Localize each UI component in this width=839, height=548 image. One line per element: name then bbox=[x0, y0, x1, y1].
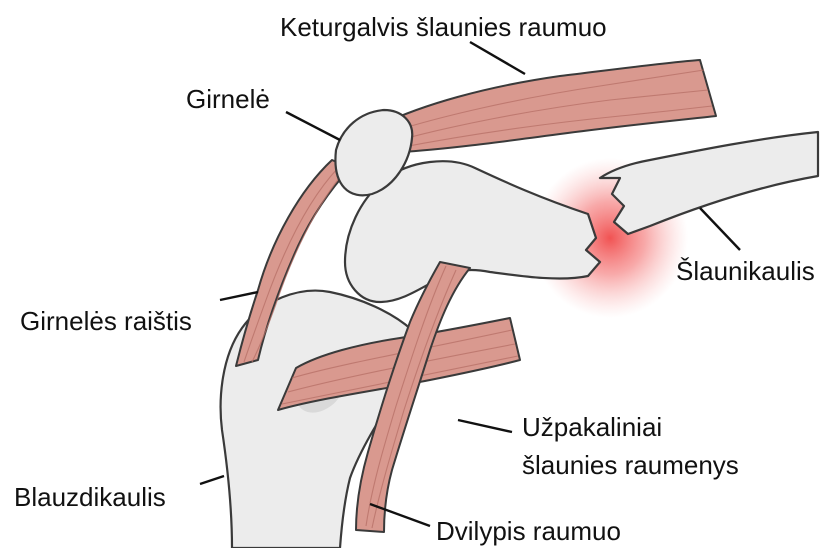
quadriceps-muscle bbox=[370, 60, 716, 152]
femur-leader-line bbox=[700, 208, 740, 250]
patella-leader-line bbox=[286, 112, 340, 140]
label-patella: Girnelė bbox=[186, 84, 270, 114]
label-biceps: Dvilypis raumuo bbox=[436, 516, 621, 546]
label-femur: Šlaunikaulis bbox=[676, 256, 815, 286]
label-quadriceps: Keturgalvis šlaunies raumuo bbox=[280, 12, 607, 42]
label-hamstrings-line2: šlaunies raumenys bbox=[522, 450, 739, 480]
patellar-ligament-leader-line bbox=[220, 292, 258, 300]
label-patellar-ligament: Girnelės raištis bbox=[20, 306, 192, 336]
tibia-leader-line bbox=[200, 476, 224, 484]
hamstrings-leader-line bbox=[458, 420, 512, 432]
label-tibia: Blauzdikaulis bbox=[14, 482, 166, 512]
label-hamstrings-line1: Užpakaliniai bbox=[522, 412, 662, 442]
quadriceps-leader-line bbox=[470, 42, 525, 74]
